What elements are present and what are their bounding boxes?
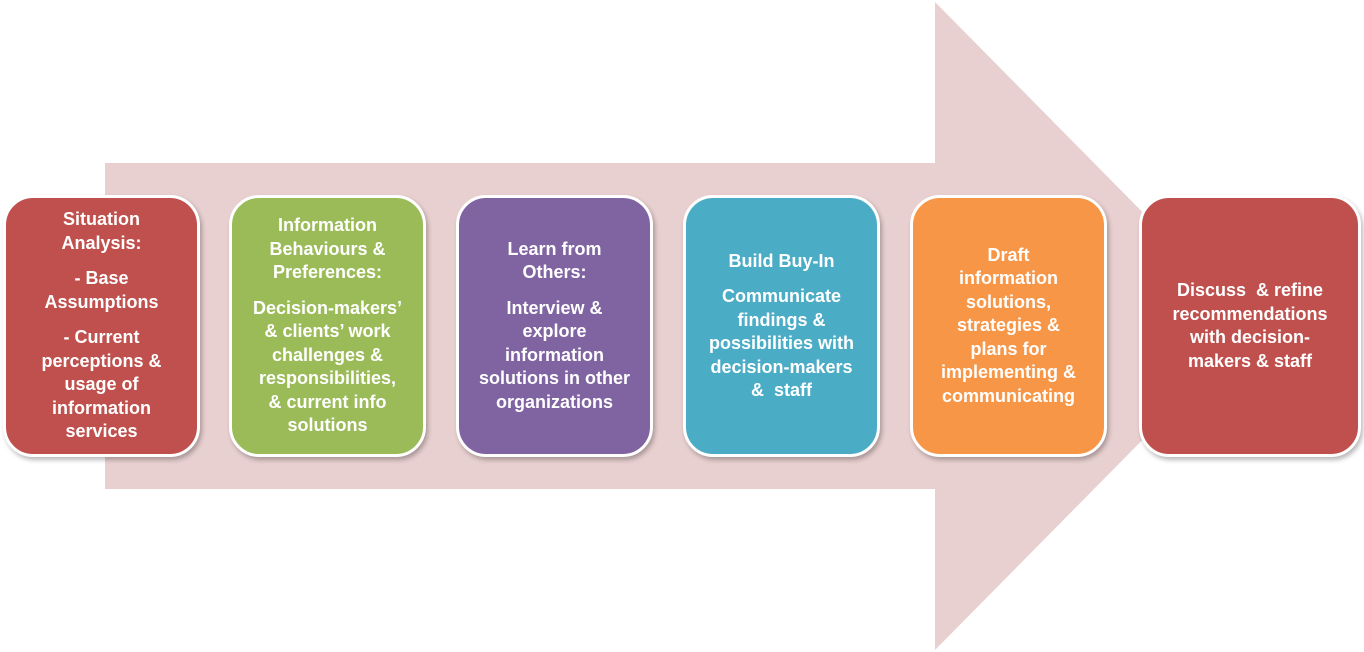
step-text-line: explore	[522, 321, 587, 342]
step-text-line: Interview &	[506, 297, 603, 318]
step-text-line: solutions,	[965, 291, 1051, 312]
step-text-line: information	[958, 268, 1058, 289]
step-discuss-refine: Discuss & refine recommendations with deci…	[1139, 195, 1361, 457]
step-text-line: usage of	[64, 374, 139, 395]
step-text-line: Preferences:	[272, 262, 383, 283]
step-text-line: Communicate	[721, 286, 842, 306]
step-text-line: solutions in other	[479, 368, 630, 389]
step-text-line: Build Buy-In	[728, 250, 835, 271]
step-text-line: services	[65, 421, 138, 442]
step-text-line: & clients’ work	[264, 321, 391, 342]
step-text-line: information	[52, 397, 151, 418]
step-text-line: & staff	[750, 380, 812, 400]
step-text-line: Others:	[522, 262, 587, 283]
step-text-line: Situation	[62, 209, 140, 230]
step-text-line: decision-makers	[710, 356, 853, 377]
step-text-line: plans for	[970, 338, 1047, 359]
step-text-line: - Current	[63, 327, 140, 348]
step-text-line: Assumptions	[44, 291, 159, 312]
step-text-line: communicating	[941, 385, 1075, 406]
step-text-line: information	[505, 344, 604, 365]
step-text-group: Build Buy-In	[729, 250, 835, 274]
step-text-line: & current info	[268, 391, 387, 412]
arrow-shape	[105, 2, 1255, 650]
step-text-line: Analysis:	[61, 232, 142, 253]
step-text-line: makers & staff	[1187, 350, 1313, 371]
step-text-line: Draft	[987, 244, 1030, 265]
step-text-line: findings &	[737, 309, 826, 330]
step-text-line: Information	[277, 215, 377, 236]
step-text-line: organizations	[495, 391, 613, 412]
step-text-line: challenges &	[271, 344, 384, 365]
step-text-line: implementing &	[940, 362, 1076, 383]
step-text-group: Communicate findings & possibilities with d…	[709, 285, 854, 403]
step-text-line: solutions	[287, 415, 368, 436]
step-text-line: Behaviours &	[269, 238, 386, 259]
step-text-line: Discuss & refine	[1176, 280, 1324, 300]
step-text-line: possibilities with	[708, 333, 855, 353]
step-text-line: - Base	[74, 268, 129, 289]
step-text-line: strategies &	[956, 315, 1061, 336]
step-text-group: Discuss & refine recommendations with deci…	[1172, 279, 1327, 373]
step-text-line: with decision-	[1189, 327, 1310, 347]
step-text-line: recommendations	[1172, 303, 1328, 324]
step-text-line: Decision-makers’	[252, 297, 403, 318]
step-text-line: responsibilities,	[258, 368, 397, 389]
step-text-line: Learn from	[507, 238, 602, 259]
step-text-line: perceptions &	[41, 350, 162, 371]
